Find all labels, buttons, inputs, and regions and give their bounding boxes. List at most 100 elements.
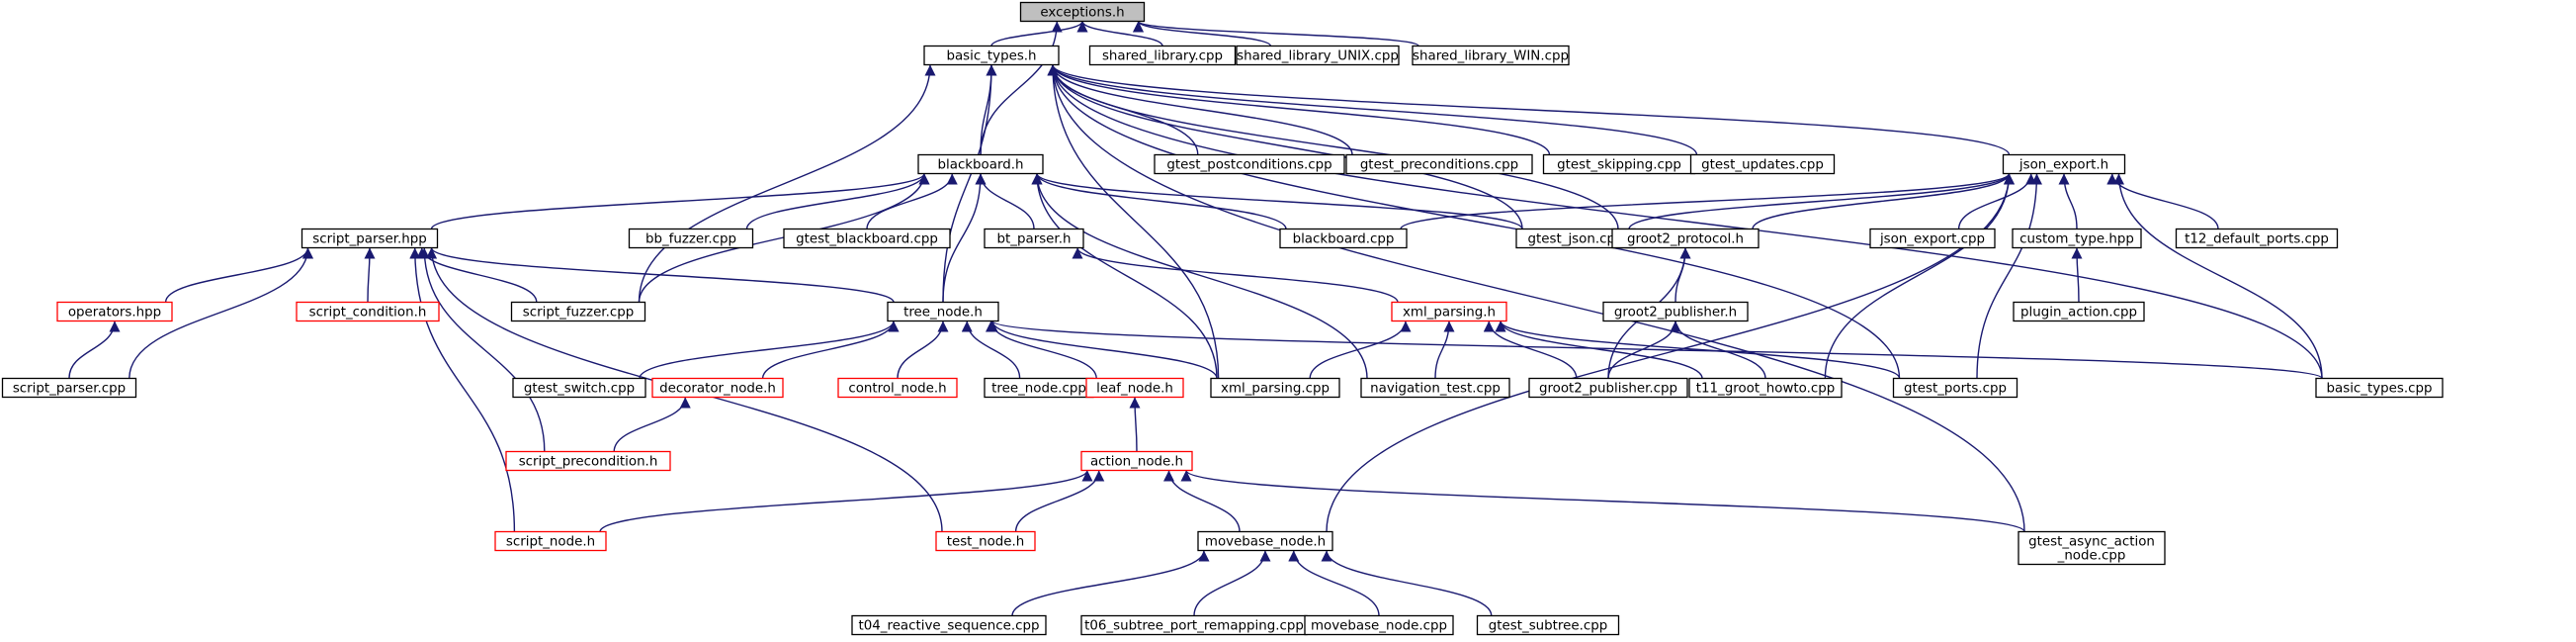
edge-line xyxy=(987,320,2323,380)
node-gtest-json-cpp[interactable]: gtest_json.cpp xyxy=(1515,228,1636,249)
edge-line xyxy=(599,470,1093,532)
edge-line xyxy=(426,247,895,303)
node-basic-types-h[interactable]: basic_types.h xyxy=(923,45,1060,66)
node-custom-type-hpp[interactable]: custom_type.hpp xyxy=(2012,228,2142,249)
node-gtest-switch-cpp[interactable]: gtest_switch.cpp xyxy=(512,377,646,399)
node-script-precondition-h[interactable]: script_precondition.h xyxy=(505,450,671,472)
node-action-node-h[interactable]: action_node.h xyxy=(1080,450,1193,472)
edge-line xyxy=(1326,173,2015,532)
node-gtest-preconditions-cpp[interactable]: gtest_preconditions.cpp xyxy=(1345,153,1533,175)
edge-tree_node_cpp-to-tree_node_h xyxy=(961,321,1021,379)
node-decorator-node-h[interactable]: decorator_node.h xyxy=(651,377,784,399)
node-label: groot2_protocol.h xyxy=(1627,232,1744,247)
edge-line xyxy=(1670,321,1766,379)
node-navigation-test-cpp[interactable]: navigation_test.cpp xyxy=(1360,377,1510,399)
edge-line xyxy=(1031,173,1368,379)
edge-line xyxy=(164,247,313,303)
node-gtest-skipping-cpp[interactable]: gtest_skipping.cpp xyxy=(1542,153,1696,175)
node-bt-parser-h[interactable]: bt_parser.h xyxy=(984,228,1084,249)
edge-gtest_json_cpp-to-json_export_h xyxy=(1628,173,2015,229)
node-bb-fuzzer-cpp[interactable]: bb_fuzzer.cpp xyxy=(628,228,754,249)
node-script-condition-h[interactable]: script_condition.h xyxy=(296,301,440,322)
node-shared-library-cpp[interactable]: shared_library.cpp xyxy=(1088,45,1237,66)
node-groot2-publisher-h[interactable]: groot2_publisher.h xyxy=(1602,301,1749,322)
node-box xyxy=(1154,153,1345,175)
node-box xyxy=(1412,45,1570,66)
node-gtest-subtree-cpp[interactable]: gtest_subtree.cpp xyxy=(1476,614,1620,636)
node-json-export-h[interactable]: json_export.h xyxy=(2002,153,2126,175)
node-shared-library-WIN-cpp[interactable]: shared_library_WIN.cpp xyxy=(1412,45,1570,66)
node-box xyxy=(837,377,958,399)
node-label: _node.cpp xyxy=(2057,549,2126,564)
node-shared-library-UNIX-cpp[interactable]: shared_library_UNIX.cpp xyxy=(1236,45,1400,66)
node-basic-types-cpp[interactable]: basic_types.cpp xyxy=(2315,377,2444,399)
node-script-parser-hpp[interactable]: script_parser.hpp xyxy=(301,228,439,249)
edge-tree_node_h-to-blackboard_h xyxy=(942,173,987,303)
node-script-node-h[interactable]: script_node.h xyxy=(494,530,607,552)
edge-line xyxy=(129,247,313,379)
node-label: t06_subtree_port_remapping.cpp xyxy=(1084,619,1304,634)
edge-line xyxy=(1976,173,2042,379)
node-t11-groot-howto-cpp[interactable]: t11_groot_howto.cpp xyxy=(1688,377,1843,399)
node-operators-hpp[interactable]: operators.hpp xyxy=(56,301,173,322)
node-gtest-updates-cpp[interactable]: gtest_updates.cpp xyxy=(1689,153,1836,175)
node-json-export-cpp[interactable]: json_export.cpp xyxy=(1869,228,1996,249)
node-gtest-ports-cpp[interactable]: gtest_ports.cpp xyxy=(1892,377,2018,399)
edge-movebase_node_cpp-to-movebase_node_h xyxy=(1288,550,1380,616)
edge-line xyxy=(1047,64,1220,379)
edge-line xyxy=(1495,321,1901,379)
edge-gtest_subtree_cpp-to-movebase_node_h xyxy=(1321,550,1493,616)
node-gtest-async-action-node-cpp[interactable]: gtest_async_action_node.cpp xyxy=(2018,530,2166,566)
node-xml-parsing-h[interactable]: xml_parsing.h xyxy=(1391,301,1507,322)
node-movebase-node-h[interactable]: movebase_node.h xyxy=(1197,530,1333,552)
node-box xyxy=(1892,377,2018,399)
edge-line xyxy=(2071,247,2083,303)
node-box xyxy=(2013,301,2145,322)
node-movebase-node-cpp[interactable]: movebase_node.cpp xyxy=(1304,614,1454,636)
node-groot2-publisher-cpp[interactable]: groot2_publisher.cpp xyxy=(1528,377,1688,399)
edge-line xyxy=(1628,173,2015,229)
node-tree-node-cpp[interactable]: tree_node.cpp xyxy=(984,377,1094,399)
node-t12-default-ports-cpp[interactable]: t12_default_ports.cpp xyxy=(2175,228,2339,249)
node-script-fuzzer-cpp[interactable]: script_fuzzer.cpp xyxy=(510,301,646,322)
node-test-node-h[interactable]: test_node.h xyxy=(935,530,1036,552)
edge-line xyxy=(409,247,516,532)
node-label: decorator_node.h xyxy=(659,382,776,397)
edge-line xyxy=(1129,397,1141,452)
edge-script_precondition_h-to-decorator_node_h xyxy=(613,397,691,452)
node-blackboard-h[interactable]: blackboard.h xyxy=(917,153,1044,175)
edge-basic_types_cpp-to-tree_node_h xyxy=(987,320,2323,380)
node-groot2-protocol-h[interactable]: groot2_protocol.h xyxy=(1611,228,1760,249)
edge-line xyxy=(1047,64,1551,155)
node-tree-node-h[interactable]: tree_node.h xyxy=(887,301,999,322)
edge-line xyxy=(1180,469,2025,533)
edge-groot2_publisher_cpp-to-xml_parsing_h xyxy=(1483,321,1578,379)
node-box xyxy=(494,530,607,552)
edge-line xyxy=(961,321,1021,379)
node-label: movebase_node.cpp xyxy=(1311,619,1447,634)
node-control-node-h[interactable]: control_node.h xyxy=(837,377,958,399)
node-xml-parsing-cpp[interactable]: xml_parsing.cpp xyxy=(1210,377,1340,399)
node-leaf-node-h[interactable]: leaf_node.h xyxy=(1085,377,1184,399)
node-exceptions-h[interactable]: exceptions.h xyxy=(1019,1,1146,23)
edge-operators_hpp-to-script_parser_hpp xyxy=(164,247,313,303)
edge-groot2_protocol_h-to-json_export_h xyxy=(1752,173,2015,229)
node-label: blackboard.cpp xyxy=(1293,232,1395,247)
node-gtest-postconditions-cpp[interactable]: gtest_postconditions.cpp xyxy=(1154,153,1345,175)
node-box xyxy=(917,153,1044,175)
node-t04-reactive-sequence-cpp[interactable]: t04_reactive_sequence.cpp xyxy=(851,614,1047,636)
edge-line xyxy=(1047,64,2025,532)
node-blackboard-cpp[interactable]: blackboard.cpp xyxy=(1279,228,1408,249)
edge-line xyxy=(1072,247,1399,303)
node-label: script_precondition.h xyxy=(519,455,658,470)
node-plugin-action-cpp[interactable]: plugin_action.cpp xyxy=(2013,301,2145,322)
node-label: t12_default_ports.cpp xyxy=(2185,232,2329,247)
edge-line xyxy=(1321,550,1493,616)
node-script-parser-cpp[interactable]: script_parser.cpp xyxy=(1,377,137,399)
node-label: movebase_node.h xyxy=(1205,535,1326,550)
node-label: shared_library.cpp xyxy=(1102,49,1223,64)
node-gtest-blackboard-cpp[interactable]: gtest_blackboard.cpp xyxy=(783,228,951,249)
node-t06-subtree-port-remapping-cpp[interactable]: t06_subtree_port_remapping.cpp xyxy=(1080,614,1308,636)
edge-xml_parsing_cpp-to-blackboard_h xyxy=(1031,173,1218,379)
edge-basic_types_cpp-to-basic_types_h xyxy=(1047,64,2323,379)
